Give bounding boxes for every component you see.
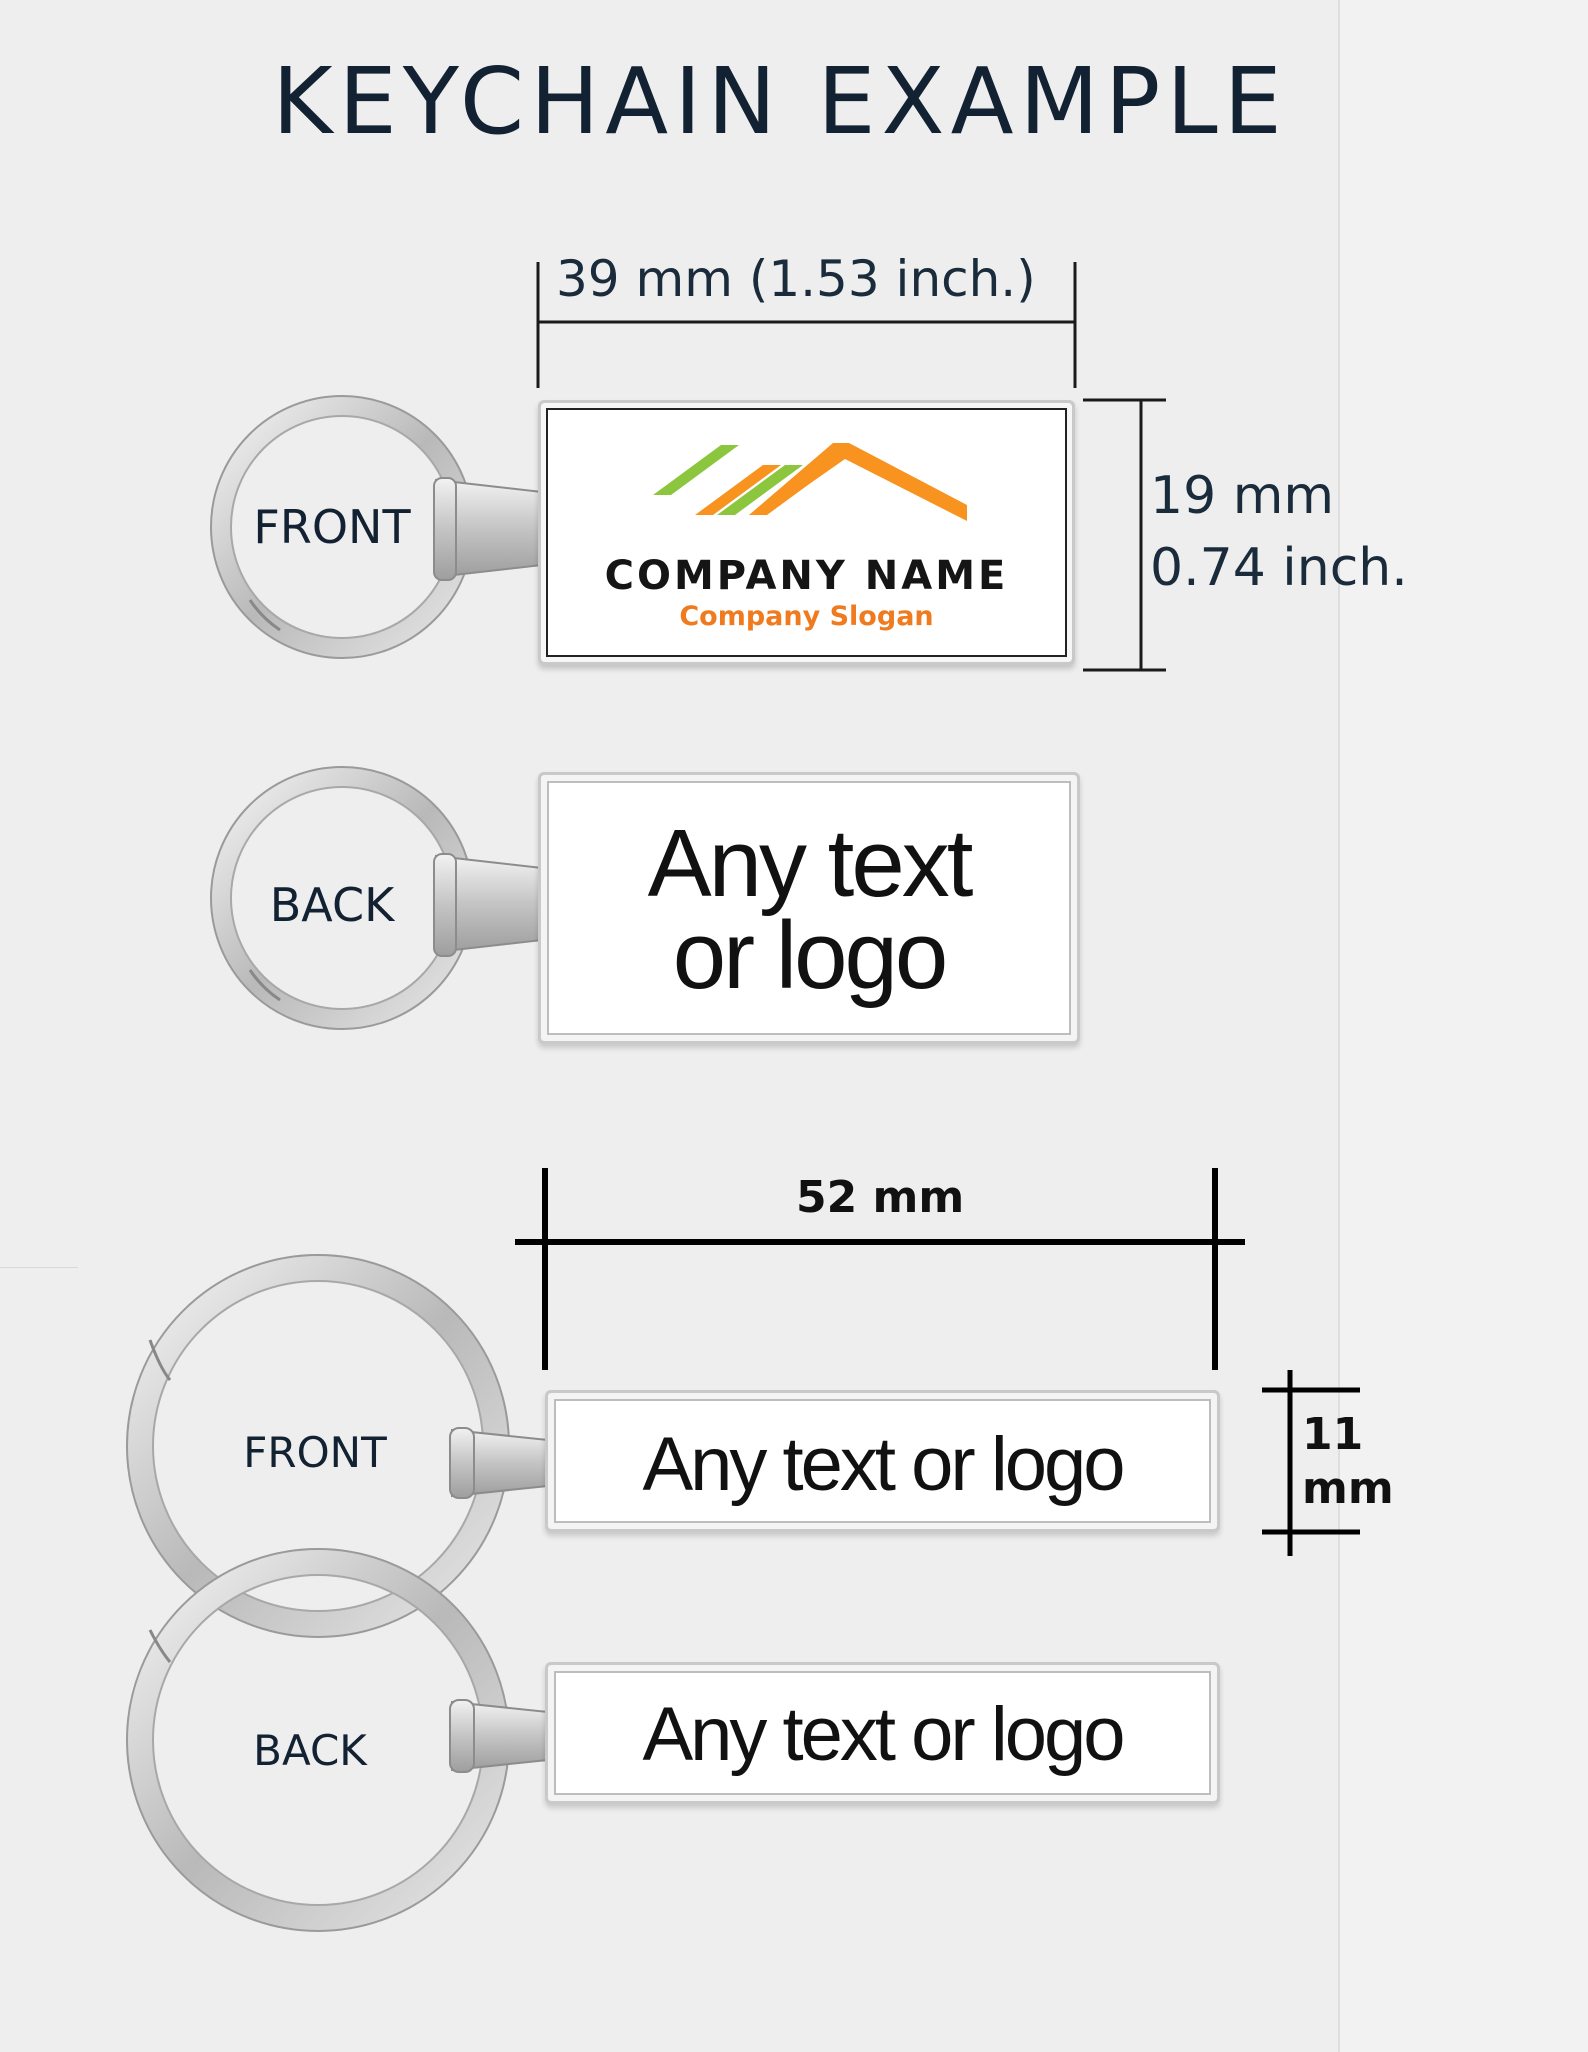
height-label-mm: 19 mm (1150, 466, 1335, 526)
back-plate-2: Any text or logo (545, 1662, 1220, 1804)
back-label-1: BACK (269, 878, 395, 932)
back-clip-1 (433, 853, 543, 957)
back-plate-1: Any text or logo (538, 772, 1080, 1044)
width-dimension-2 (515, 1168, 1245, 1370)
right-margin-panel (1338, 0, 1588, 2052)
width-label-2: 52 mm (796, 1172, 965, 1223)
back-clip-2 (449, 1699, 549, 1773)
width-dimension-1 (536, 262, 1077, 388)
page-title: KEYCHAIN EXAMPLE (272, 48, 1288, 155)
height-dimension-1 (1083, 398, 1166, 672)
front-plate-2: Any text or logo (545, 1390, 1220, 1532)
height-label-1: 19 mm 0.74 inch. (1150, 460, 1408, 604)
front-text-2: Any text or logo (642, 1422, 1125, 1507)
back-label-2: BACK (253, 1726, 367, 1775)
height-label-2: 11 mm (1302, 1408, 1394, 1516)
front-label-2: FRONT (243, 1428, 387, 1477)
company-slogan: Company Slogan (679, 601, 934, 632)
height-label-unit: mm (1302, 1463, 1394, 1514)
height-label-value: 11 (1302, 1409, 1364, 1460)
back-text-2: Any text or logo (642, 1692, 1125, 1777)
height-dimension-2 (1262, 1370, 1360, 1556)
front-clip-2 (449, 1427, 549, 1499)
roof-logo-icon (653, 443, 967, 521)
height-label-inch: 0.74 inch. (1150, 538, 1408, 598)
front-label-1: FRONT (253, 500, 411, 554)
front-plate-1: COMPANY NAME Company Slogan (538, 400, 1075, 665)
front-clip-1 (433, 477, 543, 581)
back-text-line1: Any text (647, 810, 974, 917)
company-name: COMPANY NAME (604, 553, 1009, 599)
divider-line (0, 1267, 78, 1268)
back-text-line2: or logo (672, 902, 949, 1009)
width-label-1: 39 mm (1.53 inch.) (556, 250, 1036, 308)
